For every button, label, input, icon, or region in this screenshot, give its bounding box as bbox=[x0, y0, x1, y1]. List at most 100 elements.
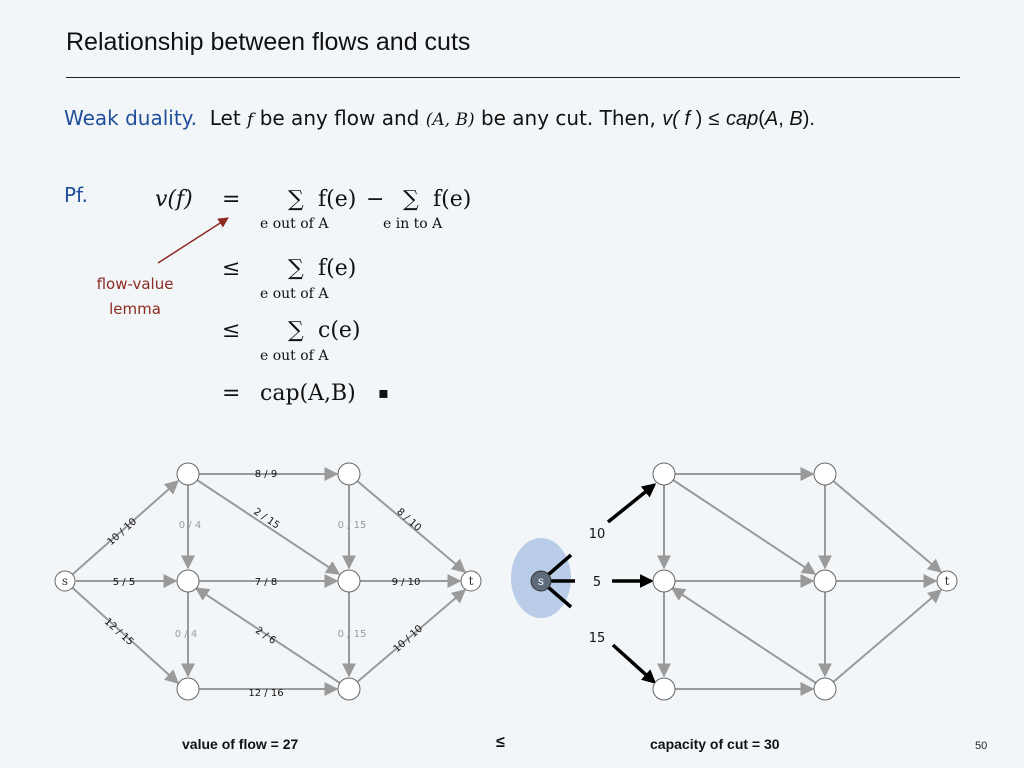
slide-number: 50 bbox=[975, 740, 988, 752]
node-3 bbox=[337, 462, 361, 486]
subscript-out-1: e out of A bbox=[260, 216, 329, 232]
caption-flow-value: value of flow = 27 bbox=[182, 736, 299, 752]
cut-node-s bbox=[530, 570, 552, 592]
edge-7-5 bbox=[194, 587, 350, 690]
node-5 bbox=[176, 569, 200, 593]
weak-duality-statement: Weak duality. Let f be any flow and (A, … bbox=[64, 106, 815, 131]
caption-cut-capacity: capacity of cut = 30 bbox=[650, 736, 780, 752]
node-6 bbox=[337, 569, 361, 593]
edge-s-2 bbox=[64, 480, 180, 582]
proof-equations: v(f) = ∑ f(e) − ∑ f(e) e out of A e in t… bbox=[155, 187, 471, 406]
term-c-e: c(e) bbox=[318, 318, 361, 343]
sum-symbol-3: ∑ bbox=[288, 256, 304, 281]
term-f-e-3: f(e) bbox=[318, 256, 356, 281]
statement-cut: (A, B) bbox=[425, 110, 475, 130]
slide-title: Relationship between flows and cuts bbox=[66, 28, 471, 56]
proof-label: Pf. bbox=[64, 183, 89, 207]
edge-2-6 bbox=[187, 473, 341, 575]
statement-cap: cap bbox=[725, 108, 759, 130]
node-8 bbox=[176, 677, 200, 701]
annotation-line-1: flow-value bbox=[96, 275, 174, 293]
cut-node-8 bbox=[652, 677, 676, 701]
subscript-out-2: e out of A bbox=[260, 286, 329, 302]
cut-node-7 bbox=[813, 677, 837, 701]
edge-label-5-8: 0 / 4 bbox=[175, 629, 197, 640]
statement-f: f bbox=[247, 110, 254, 130]
node-2 bbox=[176, 462, 200, 486]
edge-label-8-7: 12 / 16 bbox=[248, 688, 283, 699]
edge-label-2-5: 0 / 4 bbox=[179, 520, 201, 531]
caption-leq: ≤ bbox=[496, 734, 505, 751]
cut-node-t-label: t bbox=[945, 574, 950, 588]
sum-symbol-2: ∑ bbox=[403, 187, 419, 212]
cut-node-2 bbox=[652, 462, 676, 486]
statement-cap-b: B bbox=[789, 108, 803, 130]
edge-label-s-8: 12 / 15 bbox=[102, 616, 136, 648]
relation-equals-1: = bbox=[222, 187, 240, 212]
node-t-label: t bbox=[469, 574, 474, 588]
edge-7-t bbox=[348, 589, 467, 690]
cut-edge-7-5 bbox=[670, 587, 826, 690]
edge-label-2-3: 8 / 9 bbox=[255, 469, 277, 480]
edge-s-8 bbox=[64, 580, 180, 684]
edge-label-s-2: 10 / 10 bbox=[106, 516, 140, 548]
edge-3-t bbox=[348, 473, 467, 573]
term-f-e-1: f(e) bbox=[318, 187, 356, 212]
relation-leq-2: ≤ bbox=[222, 318, 240, 343]
statement-cap-close: ). bbox=[802, 108, 815, 130]
flow-network bbox=[64, 467, 467, 696]
cut-node-t bbox=[936, 570, 958, 592]
statement-then: be any cut. Then, bbox=[480, 106, 656, 130]
edge-label-s-5: 5 / 5 bbox=[113, 577, 135, 588]
flow-network-nodes bbox=[54, 462, 482, 701]
cut-node-5 bbox=[652, 569, 676, 593]
relation-equals-2: = bbox=[222, 381, 240, 406]
cut-capacity-labels: 10 5 15 bbox=[589, 527, 606, 646]
sum-symbol-4: ∑ bbox=[288, 318, 304, 343]
equation-lhs: v(f) bbox=[155, 187, 193, 212]
cut-edge-7-t bbox=[824, 589, 943, 690]
flow-value-lemma-annotation: flow-value lemma bbox=[80, 272, 190, 322]
subscript-in-1: e in to A bbox=[383, 216, 443, 232]
statement-label: Weak duality. bbox=[64, 106, 198, 130]
cut-arrow-lower bbox=[611, 643, 657, 684]
node-7 bbox=[337, 677, 361, 701]
edge-label-7-5: 2 / 6 bbox=[253, 625, 278, 647]
cut-label-upper: 10 bbox=[589, 527, 606, 542]
node-s bbox=[54, 570, 76, 592]
statement-v-f: f bbox=[678, 108, 696, 130]
cut-network bbox=[657, 467, 943, 696]
edge-label-3-t: 8 / 10 bbox=[394, 506, 423, 533]
term-cap-a-b: cap(A,B) bbox=[260, 381, 356, 406]
statement-let: Let bbox=[209, 106, 241, 130]
annotation-line-2: lemma bbox=[109, 300, 161, 318]
relation-leq-1: ≤ bbox=[222, 256, 240, 281]
title-divider bbox=[66, 77, 960, 78]
term-f-e-2: f(e) bbox=[433, 187, 471, 212]
cut-label-middle: 5 bbox=[593, 575, 601, 590]
edge-label-5-6: 7 / 8 bbox=[255, 577, 277, 588]
cut-node-3 bbox=[813, 462, 837, 486]
cut-edge-2-6 bbox=[663, 473, 817, 575]
edge-label-6-t: 9 / 10 bbox=[392, 577, 421, 588]
sum-symbol-1: ∑ bbox=[288, 187, 304, 212]
edge-label-7-t: 10 / 10 bbox=[392, 623, 426, 655]
statement-mid: be any flow and bbox=[259, 106, 420, 130]
edge-label-3-6: 0 / 15 bbox=[338, 520, 367, 531]
cut-network-nodes bbox=[652, 462, 958, 701]
subscript-out-3: e out of A bbox=[260, 348, 329, 364]
statement-v-open: v( bbox=[662, 108, 679, 130]
annotation-arrow bbox=[157, 217, 229, 264]
qed-mark: ▪ bbox=[378, 383, 389, 402]
edge-label-6-7: 0 / 15 bbox=[338, 629, 367, 640]
cut-label-lower: 15 bbox=[589, 631, 606, 646]
node-s-label: s bbox=[62, 574, 68, 588]
node-t bbox=[460, 570, 482, 592]
minus-sign: − bbox=[366, 187, 384, 212]
statement-cap-comma: , bbox=[778, 108, 790, 130]
statement-v-close: ) bbox=[695, 108, 703, 130]
statement-leq: ≤ bbox=[708, 108, 720, 130]
cut-node-s-label: s bbox=[538, 574, 544, 588]
cut-edge-3-t bbox=[824, 473, 943, 573]
